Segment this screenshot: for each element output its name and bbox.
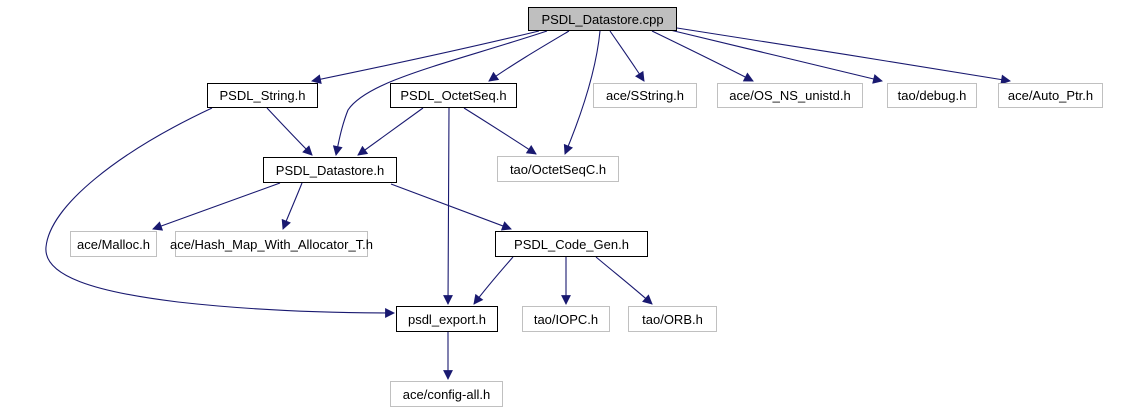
edge-root-to-psdl-octetseq xyxy=(488,30,570,82)
edge-root-to-psdl-string xyxy=(311,30,540,85)
edge-psdl-code-gen-to-psdl-export xyxy=(473,256,514,305)
node-psdl-octetseq-h[interactable]: PSDL_OctetSeq.h xyxy=(390,83,517,108)
node-psdl-datastore-cpp: PSDL_Datastore.cpp xyxy=(528,7,677,31)
node-tao-debug-h: tao/debug.h xyxy=(887,83,977,108)
node-ace-auto-ptr-h: ace/Auto_Ptr.h xyxy=(998,83,1103,108)
node-tao-iopc-h: tao/IOPC.h xyxy=(522,306,610,332)
node-ace-hash-map-with-allocator-t-h: ace/Hash_Map_With_Allocator_T.h xyxy=(170,231,373,257)
node-ace-os-ns-unistd-h: ace/OS_NS_unistd.h xyxy=(717,83,863,108)
node-ace-config-all-h: ace/config-all.h xyxy=(390,381,503,407)
edge-psdl-octetseq-to-psdl-datastore-h xyxy=(357,107,424,156)
edge-psdl-octetseq-to-tao-octetseqc xyxy=(463,107,537,155)
node-psdl-string-h[interactable]: PSDL_String.h xyxy=(207,83,318,108)
edge-root-to-ace-auto-ptr xyxy=(676,27,1011,85)
node-psdl-datastore-h[interactable]: PSDL_Datastore.h xyxy=(263,157,397,183)
edge-psdl-datastore-h-to-ace-hash-map xyxy=(281,182,303,230)
node-ace-sstring-h: ace/SString.h xyxy=(593,83,697,108)
node-tao-octetseqc-h: tao/OctetSeqC.h xyxy=(497,156,619,182)
edge-psdl-string-to-psdl-export xyxy=(45,107,395,318)
edge-root-to-tao-octetseqc xyxy=(563,30,601,155)
edge-root-to-ace-sstring xyxy=(609,30,645,82)
edge-root-to-tao-debug xyxy=(669,29,883,84)
node-psdl-export-h[interactable]: psdl_export.h xyxy=(396,306,498,332)
node-tao-orb-h: tao/ORB.h xyxy=(628,306,717,332)
node-psdl-code-gen-h[interactable]: PSDL_Code_Gen.h xyxy=(495,231,648,257)
edge-psdl-datastore-h-to-ace-malloc xyxy=(152,182,281,231)
edge-psdl-datastore-h-to-psdl-code-gen xyxy=(390,183,512,231)
edge-root-to-ace-os-ns-unistd xyxy=(651,30,754,82)
edge-root-to-psdl-datastore-h xyxy=(332,30,548,156)
edge-psdl-string-to-psdl-datastore-h xyxy=(266,107,313,156)
edge-psdl-code-gen-to-tao-orb xyxy=(595,256,653,305)
node-ace-malloc-h: ace/Malloc.h xyxy=(70,231,157,257)
